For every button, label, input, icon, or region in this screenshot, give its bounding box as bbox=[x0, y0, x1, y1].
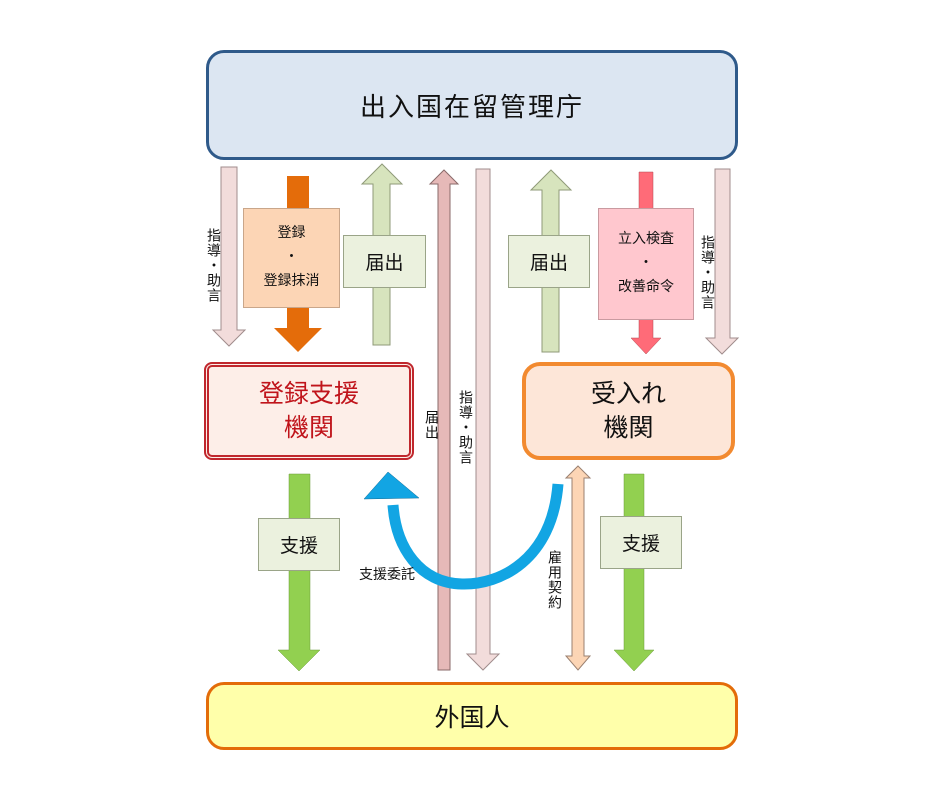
employment-contract-arrow bbox=[564, 465, 592, 671]
receiving-org-label-line1: 受入れ bbox=[590, 379, 666, 409]
registered-support-org-node: 登録支援 機関 bbox=[204, 362, 414, 460]
registration-label-line1: 登録 bbox=[277, 225, 306, 242]
foreign-national-label: 外国人 bbox=[434, 703, 510, 732]
receiving-org-node: 受入れ 機関 bbox=[522, 362, 735, 460]
immigration-agency-label: 出入国在留管理庁 bbox=[359, 92, 584, 123]
support-entrustment-label: 支援委託 bbox=[359, 567, 415, 583]
registered-support-org-label-line2: 機関 bbox=[283, 413, 334, 442]
notification-label-left: 届出 bbox=[343, 235, 426, 288]
guidance-arrow-right bbox=[704, 168, 740, 355]
inspection-label-box: 立入検査 ・ 改善命令 bbox=[598, 208, 694, 320]
immigration-agency-node: 出入国在留管理庁 bbox=[206, 50, 738, 160]
guidance-arrow-center bbox=[465, 168, 501, 671]
registration-label-box: 登録 ・ 登録抹消 bbox=[243, 208, 340, 308]
support-entrustment-arrowhead bbox=[363, 471, 420, 500]
inspection-label-line2: 改善命令 bbox=[618, 278, 674, 295]
notification-arrow-center bbox=[428, 169, 460, 671]
receiving-org-label-line2: 機関 bbox=[603, 413, 654, 442]
registered-support-org-label-line1: 登録支援 bbox=[258, 379, 359, 409]
guidance-label-left: 指導・助言 bbox=[205, 228, 221, 303]
inspection-label-line1: 立入検査 bbox=[618, 231, 674, 248]
support-arrow-right bbox=[613, 473, 655, 672]
employment-contract-label: 雇用契約 bbox=[546, 550, 562, 610]
registration-label-dot: ・ bbox=[284, 249, 299, 266]
inspection-label-dot: ・ bbox=[639, 255, 653, 272]
notification-label-right: 届出 bbox=[508, 235, 590, 288]
guidance-label-center: 指導・助言 bbox=[457, 390, 473, 465]
support-label-right: 支援 bbox=[600, 516, 682, 569]
support-arrow-left bbox=[277, 473, 321, 672]
foreign-national-node: 外国人 bbox=[206, 682, 738, 750]
support-entrustment-arrow bbox=[387, 483, 564, 590]
registration-label-line2: 登録抹消 bbox=[263, 272, 320, 289]
guidance-arrow-left bbox=[211, 166, 247, 347]
support-label-left: 支援 bbox=[258, 518, 340, 571]
guidance-label-right: 指導・助言 bbox=[699, 235, 715, 310]
notification-label-center: 届出 bbox=[423, 410, 439, 440]
